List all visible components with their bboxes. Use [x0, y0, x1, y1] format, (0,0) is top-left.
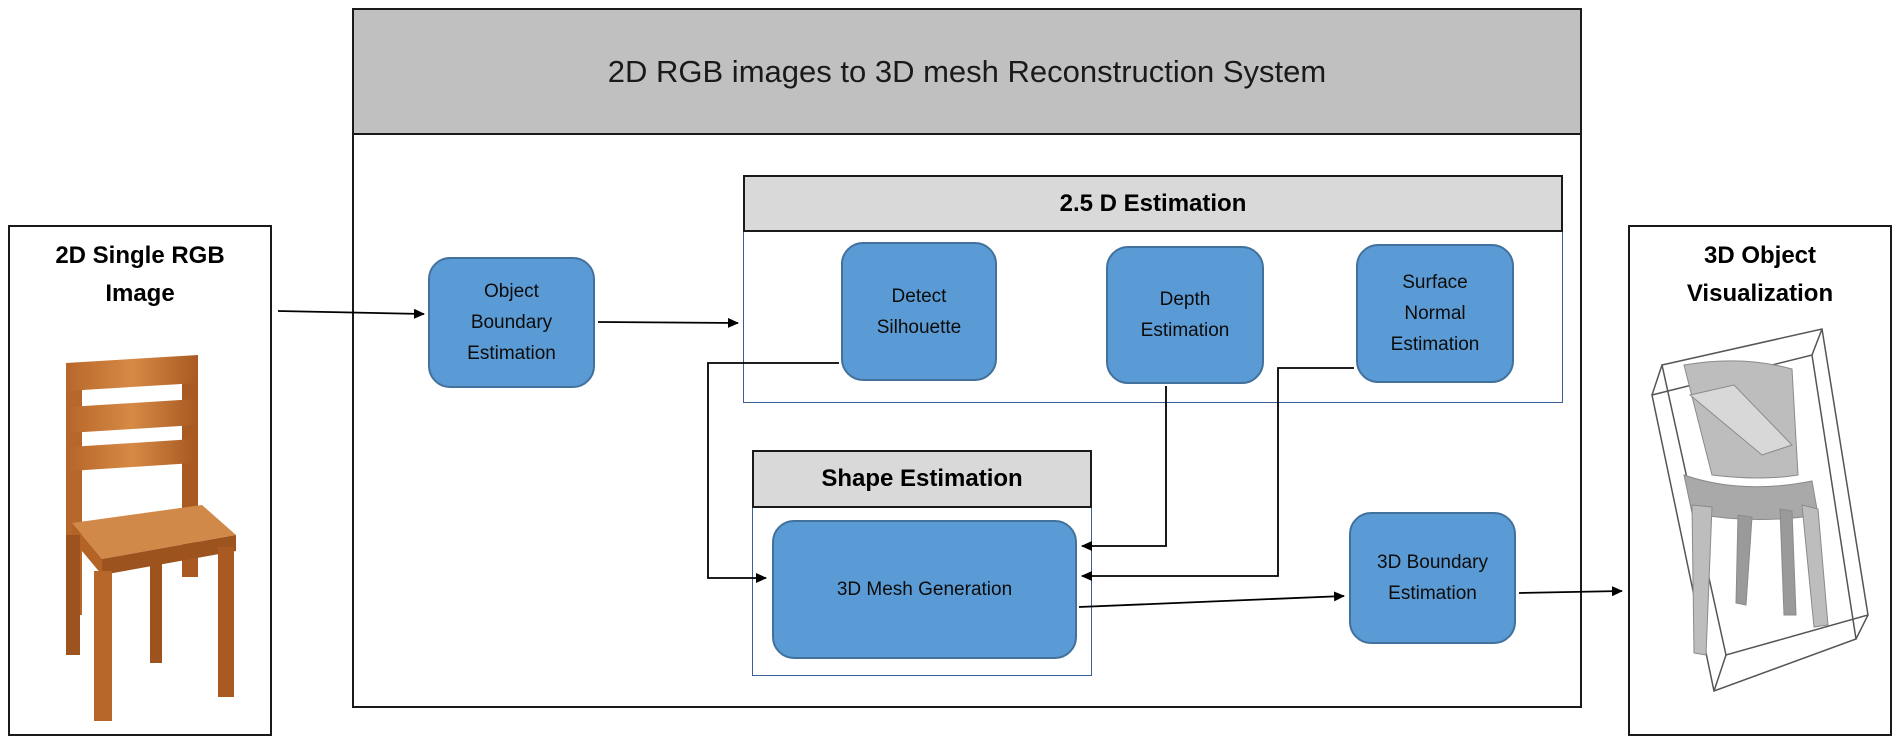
node-label-line: Depth	[1159, 289, 1211, 310]
arrow-object-boundary-to-25d	[597, 317, 739, 328]
arrow-input-to-object-boundary	[277, 308, 425, 319]
output-title-line-2: Visualization	[1686, 280, 1834, 307]
node-label-line: Estimation	[1140, 320, 1230, 341]
panel-25d-estimation-title: 2.5 D Estimation	[743, 175, 1563, 232]
node-label-line: Estimation	[1390, 334, 1480, 355]
node-label-line: Surface	[1402, 272, 1468, 293]
node-label-line: Object	[484, 281, 539, 302]
node-label-line: Detect	[891, 285, 947, 307]
arrow-surface-normal-to-mesh	[1081, 367, 1354, 581]
node-label-line: Estimation	[467, 343, 556, 364]
output-title-line-1: 3D Object	[1703, 242, 1817, 269]
node-surface-normal-estimation: Surface Normal Estimation	[1356, 244, 1514, 383]
node-label-line: Silhouette	[876, 316, 962, 338]
arrow-silhouette-to-mesh	[707, 362, 839, 583]
node-label-line: 3D Mesh Generation	[836, 579, 1013, 600]
arrow-mesh-to-3d-boundary	[1078, 591, 1345, 608]
node-3d-mesh-generation: 3D Mesh Generation	[772, 520, 1077, 659]
input-title-line-1: 2D Single RGB	[55, 242, 225, 269]
node-object-boundary-estimation: Object Boundary Estimation	[428, 257, 595, 388]
arrow-3d-boundary-to-output	[1518, 586, 1623, 597]
chair-image	[66, 355, 236, 721]
node-label-line: Normal	[1404, 303, 1466, 324]
node-label-line: Estimation	[1388, 583, 1477, 604]
node-label-line: 3D Boundary	[1377, 552, 1488, 573]
arrow-depth-to-mesh	[1081, 386, 1167, 551]
node-detect-silhouette: Detect Silhouette	[841, 242, 997, 381]
node-3d-boundary-estimation: 3D Boundary Estimation	[1349, 512, 1516, 644]
input-title-line-2: Image	[105, 280, 175, 307]
input-image-box: 2D Single RGB Image	[8, 225, 272, 736]
output-visualization-box: 3D Object Visualization	[1628, 225, 1892, 736]
system-title: 2D RGB images to 3D mesh Reconstruction …	[354, 10, 1580, 135]
panel-shape-estimation-title: Shape Estimation	[752, 450, 1092, 508]
node-depth-estimation: Depth Estimation	[1106, 246, 1264, 384]
node-label-line: Boundary	[470, 312, 553, 333]
mesh-render-image	[1651, 328, 1869, 693]
